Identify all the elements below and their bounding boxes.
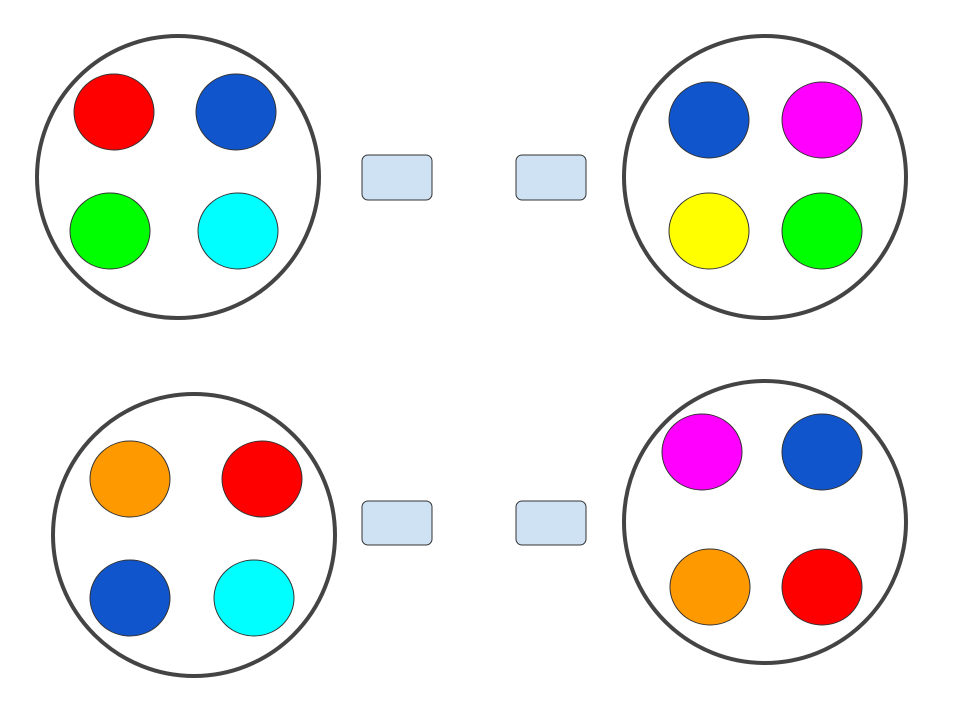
green-dot — [69, 192, 151, 270]
red-dot — [221, 440, 303, 518]
answer-box[interactable] — [361, 154, 433, 201]
set-ring — [35, 34, 321, 320]
blue-dot — [781, 413, 863, 491]
red-dot — [73, 73, 155, 151]
magenta-dot — [661, 413, 743, 491]
group-bottom-right — [622, 379, 908, 665]
orange-dot — [89, 440, 171, 518]
answer-box-bottom-left[interactable] — [361, 500, 433, 546]
group-top-left — [35, 34, 321, 320]
green-dot — [781, 192, 863, 270]
red-dot — [781, 548, 863, 626]
set-ring — [51, 392, 337, 678]
set-ring — [622, 379, 908, 665]
answer-box-top-right[interactable] — [515, 154, 587, 201]
blue-dot — [668, 81, 750, 159]
answer-box[interactable] — [361, 500, 433, 546]
magenta-dot — [781, 81, 863, 159]
blue-dot — [195, 73, 277, 151]
answer-box[interactable] — [515, 154, 587, 201]
yellow-dot — [668, 192, 750, 270]
group-bottom-left — [51, 392, 337, 678]
group-top-right — [622, 34, 908, 320]
set-ring — [622, 34, 908, 320]
answer-box-bottom-right[interactable] — [515, 500, 587, 546]
orange-dot — [669, 548, 751, 626]
cyan-dot — [197, 192, 279, 270]
answer-box[interactable] — [515, 500, 587, 546]
cyan-dot — [213, 559, 295, 637]
blue-dot — [89, 559, 171, 637]
answer-box-top-left[interactable] — [361, 154, 433, 201]
